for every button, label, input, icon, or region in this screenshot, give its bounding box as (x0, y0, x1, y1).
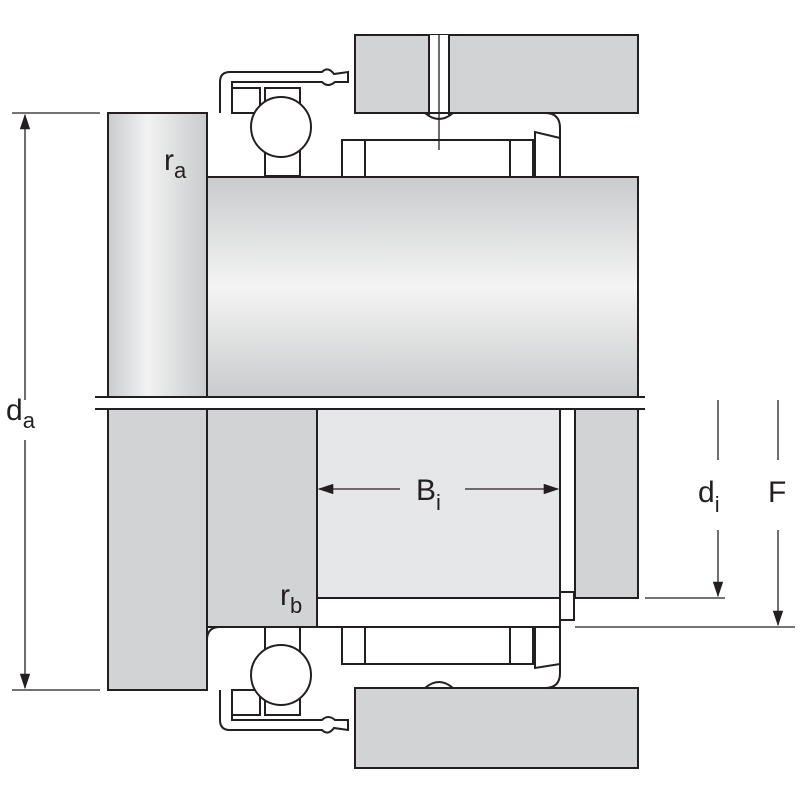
label-bi: Bi (416, 474, 441, 515)
bearing-upper (219, 68, 561, 178)
needle-roller (341, 139, 366, 178)
centerline (95, 396, 645, 410)
dimension-di (645, 400, 725, 599)
dimension-da (12, 112, 100, 691)
label-da: da (6, 394, 36, 433)
housing-bottom (354, 681, 639, 769)
ball-lower (250, 644, 312, 706)
needle-roller (509, 139, 534, 178)
shaft (206, 176, 639, 628)
dimension-f (575, 400, 795, 628)
housing-top (354, 34, 639, 150)
label-di: di (698, 476, 720, 517)
bearing-lower (206, 626, 561, 734)
label-ra: ra (164, 144, 187, 183)
label-rb: rb (280, 579, 302, 618)
ball-upper (250, 96, 312, 158)
needle-roller (509, 626, 534, 665)
label-f: F (768, 476, 786, 509)
needle-roller (341, 626, 366, 665)
